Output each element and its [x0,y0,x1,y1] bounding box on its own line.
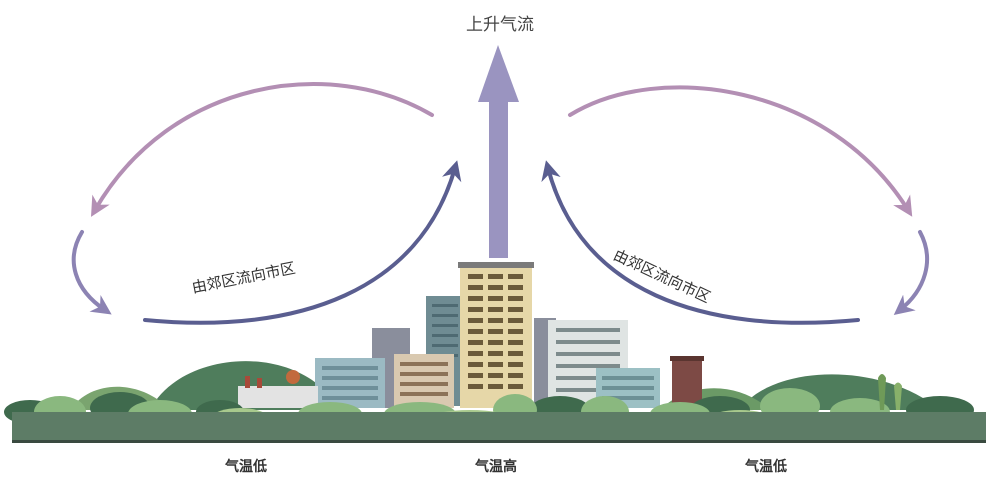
factory-tank [286,370,300,384]
building-glass-right-windows [602,376,654,400]
factory-chimney-2 [257,378,262,388]
factory-chimney-1 [245,376,250,388]
arrow-top-right [568,85,913,217]
temp-label-center: 气温高 [475,459,517,475]
city-buildings [238,262,704,410]
ground-edge [12,440,986,443]
tower-windows [468,274,523,389]
temp-label-left: 气温低 [225,459,267,475]
arrow-side-right [893,230,930,316]
building-beige-windows [400,362,448,396]
building-left-glass [315,358,385,408]
rising-air-arrow [478,45,519,258]
ground [12,412,986,442]
tree [878,374,886,410]
factory [238,386,318,408]
tree [894,382,902,410]
arrow-bottom-right [541,160,860,325]
building-white-windows [556,328,620,392]
arrow-side-left [71,230,112,315]
circulation-arrows [71,82,930,325]
rising-air-label: 上升气流 [466,15,534,35]
arrow-bottom-left [143,160,462,325]
temp-label-right: 气温低 [745,459,787,475]
tower-roof [458,262,534,268]
building-left-glass-windows [322,366,378,400]
arrow-top-left [90,82,434,217]
chimney-top [670,356,704,361]
